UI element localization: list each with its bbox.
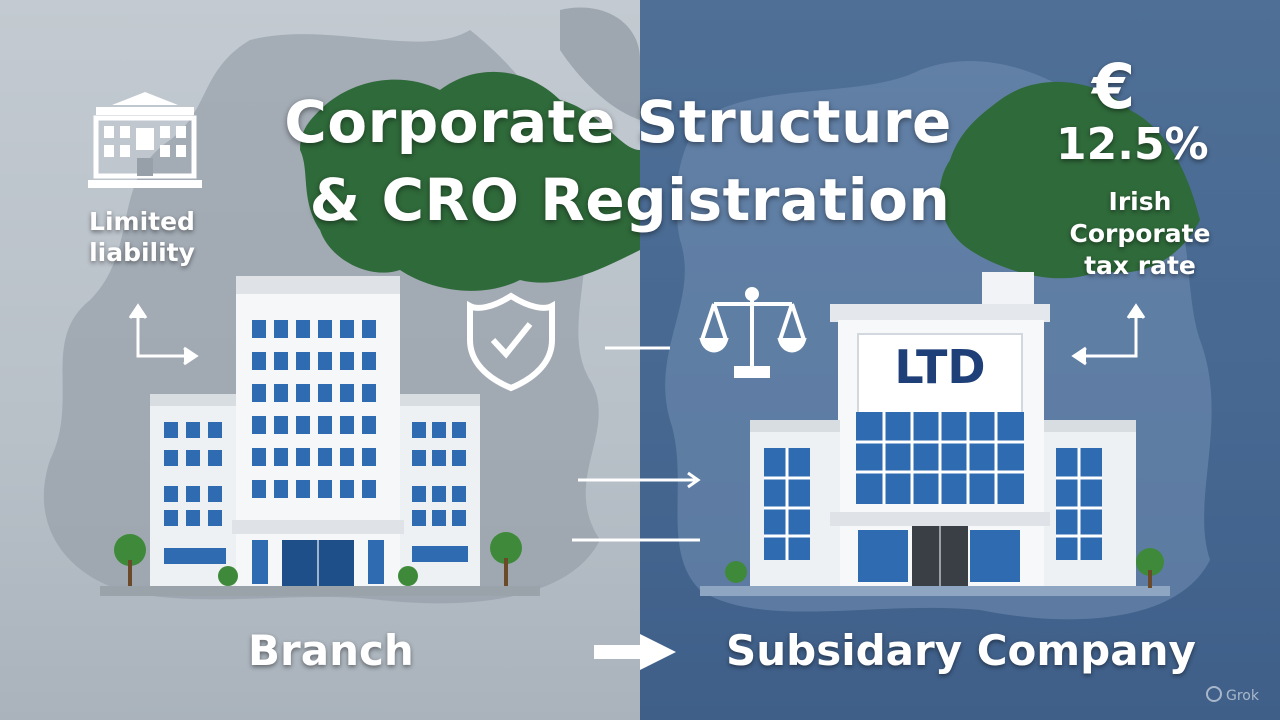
branch-caption: Branch (248, 626, 414, 675)
watermark-text: Grok (1226, 688, 1259, 704)
shield-check-icon (467, 292, 555, 392)
green-map-left (300, 71, 640, 291)
page-title-line-1: Corporate Structure (284, 88, 952, 156)
corner-arrow-left-icon (128, 303, 199, 366)
scales-icon (699, 287, 807, 378)
tax-rate-label-line-3: tax rate (1084, 251, 1196, 280)
branch-building (100, 276, 540, 596)
tax-rate-label-line-1: Irish (1108, 187, 1172, 216)
limited-liability-line-2: liability (89, 238, 195, 267)
limited-liability-line-1: Limited (89, 207, 195, 236)
page-title-line-2: & CRO Registration (309, 166, 951, 234)
tax-rate-value: 12.5% (1056, 119, 1209, 170)
subsidiary-building (700, 272, 1170, 596)
connector-arrow-middle (578, 471, 701, 489)
limited-liability-label: Limited liability (72, 206, 212, 268)
grok-logo-icon (1206, 686, 1222, 702)
tax-rate-label: Irish Corporate tax rate (1040, 186, 1240, 282)
corner-arrow-right-icon (1071, 303, 1146, 366)
arrow-right-icon (594, 634, 676, 670)
green-map-right (939, 81, 1200, 279)
building-sign: LTD (894, 340, 986, 394)
subsidiary-caption: Subsidary Company (726, 626, 1196, 675)
euro-icon: € (1092, 50, 1136, 123)
tax-rate-label-line-2: Corporate (1069, 219, 1211, 248)
left-map-shape-2 (560, 7, 640, 120)
watermark: Grok (1206, 686, 1259, 704)
bank-building-icon (88, 92, 202, 188)
